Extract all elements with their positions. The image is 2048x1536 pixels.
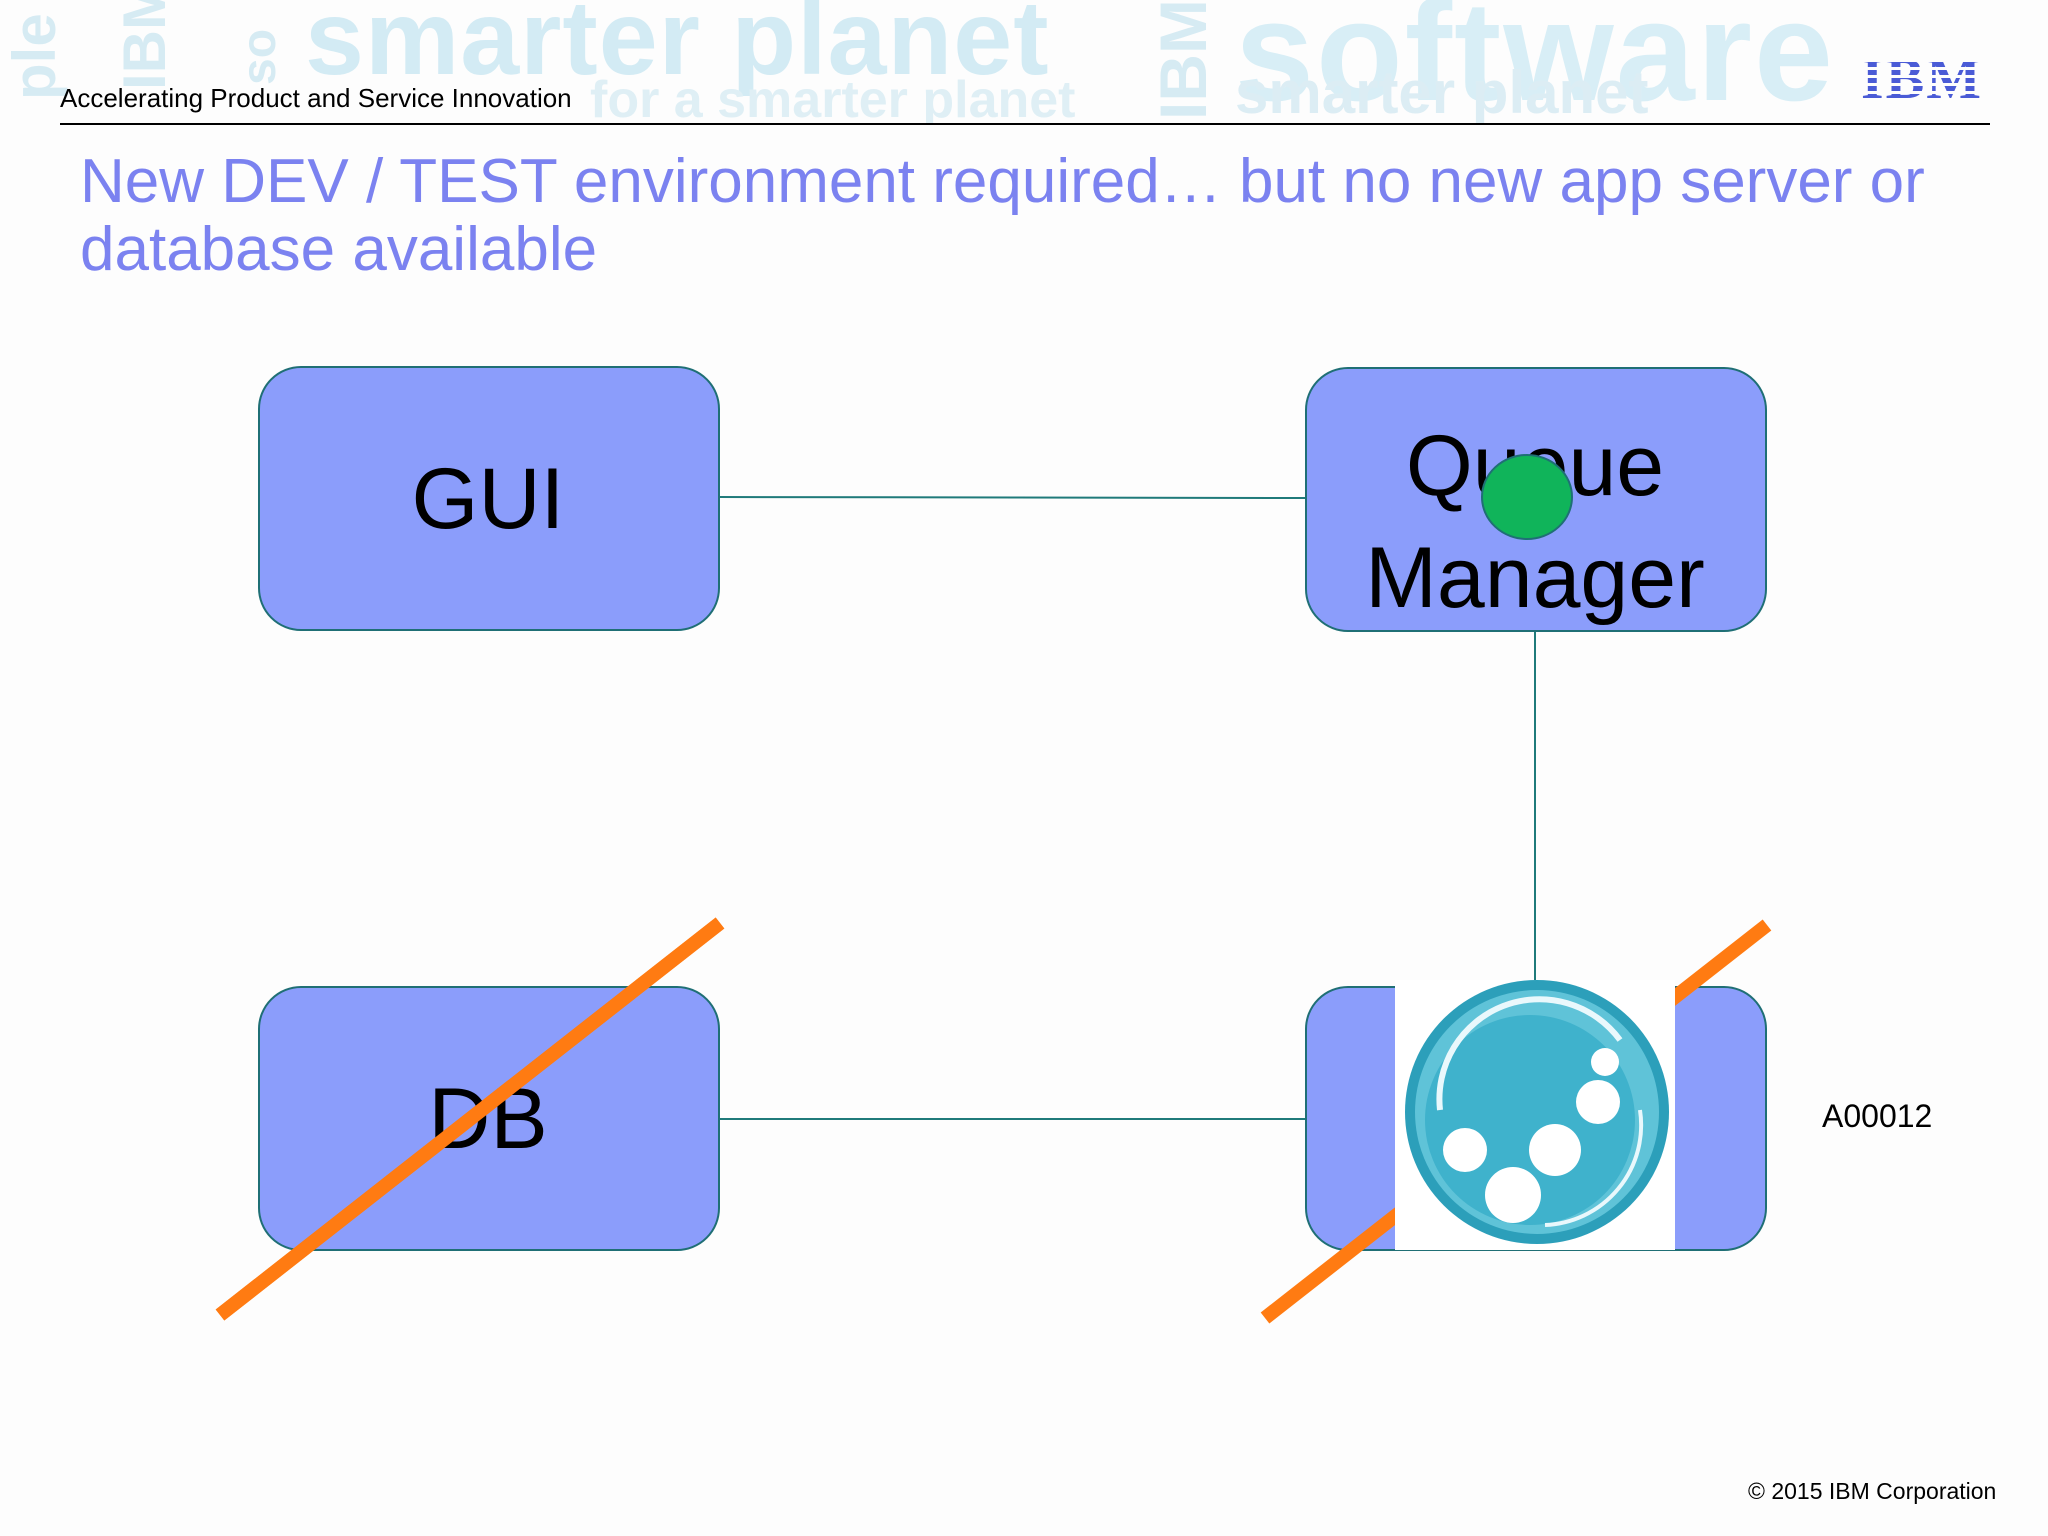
gui-box — [258, 366, 720, 631]
reference-code: A00012 — [1822, 1098, 1933, 1134]
connector-gui-qm — [717, 496, 1306, 499]
db-box — [258, 986, 720, 1251]
ibm-logo: IBM IBM — [1855, 48, 1990, 106]
gui-label: GUI — [411, 451, 565, 547]
header-subtitle: Accelerating Product and Service Innovat… — [60, 83, 572, 113]
copyright: © 2015 IBM Corporation — [1748, 1478, 1997, 1504]
db-label: DB — [428, 1071, 548, 1167]
status-dot — [1481, 454, 1573, 540]
strike-db-front — [215, 917, 725, 1321]
header-divider — [60, 123, 1990, 125]
virtualization-icon — [1395, 980, 1675, 1250]
slide-title: New DEV / TEST environment required… but… — [80, 147, 1925, 284]
